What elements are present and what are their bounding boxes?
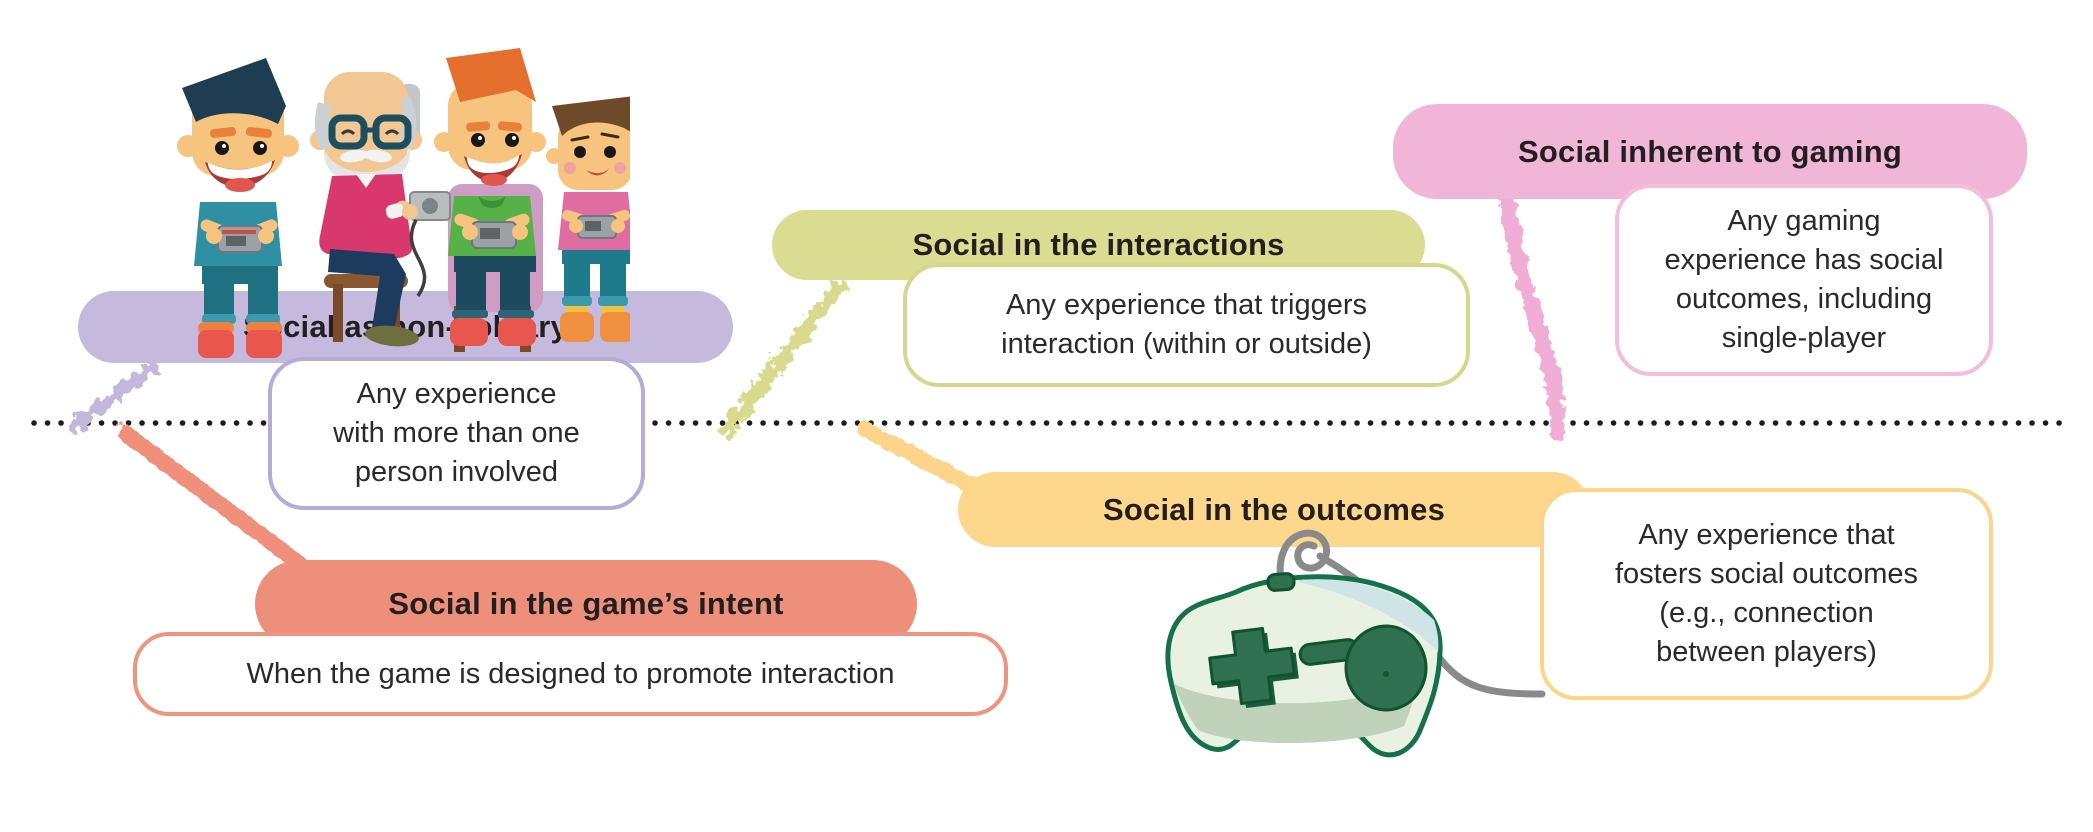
player-boy-brown-hair <box>546 96 630 342</box>
card-intent-description: When the game is designed to promote int… <box>246 657 895 690</box>
card-non-solitary-description: Any experience with more than one person… <box>333 378 580 488</box>
card-outcomes-title: Social in the outcomes <box>1102 491 1446 527</box>
card-inherent-description: Any gaming experience has social outcome… <box>1664 205 1944 354</box>
player-grandfather <box>310 72 451 347</box>
card-interactions-note: Any experience that triggers interaction… <box>903 263 1470 387</box>
card-intent-note: When the game is designed to promote int… <box>133 632 1008 716</box>
card-inherent-title: Social inherent to gaming <box>1518 133 1902 169</box>
controller-body <box>1165 572 1443 758</box>
players-illustration <box>177 48 630 358</box>
connector-inherent <box>1498 188 1566 440</box>
controller-buttons <box>1208 624 1428 712</box>
card-inherent-note: Any gaming experience has social outcome… <box>1615 184 1993 376</box>
card-intent-title: Social in the game’s intent <box>388 586 784 621</box>
card-outcomes-note: Any experience that fosters social outco… <box>1540 488 1993 700</box>
card-outcomes-description: Any experience that fosters social outco… <box>1614 519 1918 668</box>
card-interactions-description: Any experience that triggers interaction… <box>1001 289 1372 360</box>
player-boy-navy-hair <box>177 58 299 358</box>
connector-intent <box>118 426 308 572</box>
card-non-solitary-note: Any experience with more than one person… <box>268 357 645 510</box>
connector-outcomes <box>858 422 984 496</box>
connector-non-solitary <box>67 361 159 433</box>
card-outcomes-header: Social in the outcomes <box>958 472 1590 547</box>
player-orange-hair <box>434 48 546 346</box>
game-controller-illustration <box>1165 529 1546 758</box>
card-inherent-header: Social inherent to gaming <box>1393 104 2027 199</box>
connector-interactions <box>719 279 847 437</box>
card-interactions-title: Social in the interactions <box>912 227 1285 262</box>
